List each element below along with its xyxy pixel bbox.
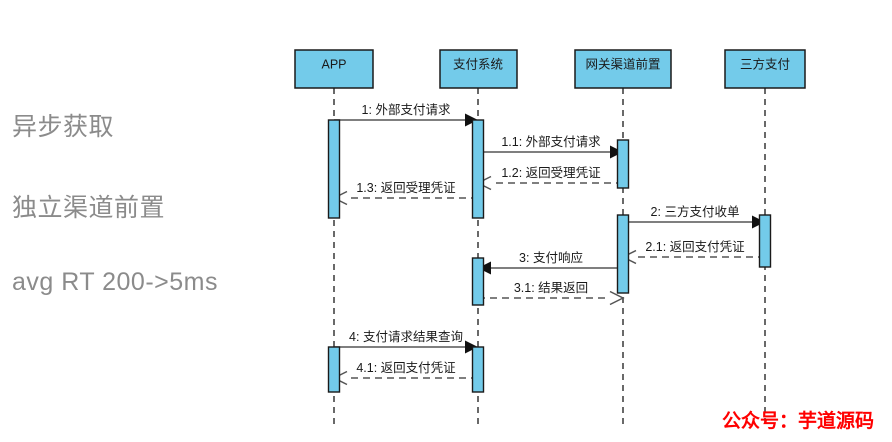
message-arrowhead-m2 (752, 215, 765, 229)
annotation-note-channel: 独立渠道前置 (12, 194, 166, 222)
message-m21: 2.1: 返回支付凭证 (621, 239, 765, 265)
lane-header-gateway[interactable]: 网关渠道前置 (574, 49, 672, 89)
lane-header-paysys[interactable]: 支付系统 (439, 49, 518, 89)
activation-bar-paysys-4 (471, 346, 485, 393)
lane-box-paysys[interactable] (439, 49, 518, 89)
message-label-m12: 1.2: 返回受理凭证 (501, 165, 601, 180)
lane-label-app: APP (321, 57, 346, 71)
activation-bar-paysys-2 (471, 119, 485, 219)
messages-group: 1: 外部支付请求 1.1: 外部支付请求 1.2: 返回受理凭证 1.3: 返回受理… (332, 102, 765, 386)
message-label-m31: 3.1: 结果返回 (514, 281, 588, 295)
message-m31: 3.1: 结果返回 (478, 281, 625, 306)
message-m41: 4.1: 返回支付凭证 (332, 360, 478, 386)
lane-label-gateway: 网关渠道前置 (585, 56, 660, 71)
watermark-text: 公众号：芋道源码 (722, 411, 875, 432)
annotation-note-rt: avg RT 200->5ms (12, 268, 218, 296)
lane-header-thirdpay[interactable]: 三方支付 (724, 49, 806, 89)
message-label-m11: 1.1: 外部支付请求 (501, 134, 601, 149)
lane-header-app[interactable]: APP (294, 49, 374, 89)
message-arrowhead-m1 (465, 113, 478, 127)
message-m1: 1: 外部支付请求 (334, 102, 478, 127)
message-m13: 1.3: 返回受理凭证 (332, 180, 478, 206)
activation-bar-app-0 (327, 119, 341, 219)
message-label-m4: 4: 支付请求结果查询 (349, 330, 463, 344)
message-label-m41: 4.1: 返回支付凭证 (356, 360, 456, 375)
activation-bar-paysys-3 (471, 257, 485, 306)
lane-box-gateway[interactable] (574, 49, 672, 89)
message-m12: 1.2: 返回受理凭证 (476, 165, 623, 191)
message-label-m1: 1: 外部支付请求 (362, 102, 451, 117)
annotation-note-async: 异步获取 (12, 113, 115, 141)
activation-bar-gateway-6 (616, 214, 630, 294)
message-label-m13: 1.3: 返回受理凭证 (356, 180, 456, 195)
lane-label-paysys: 支付系统 (453, 57, 503, 71)
message-m3: 3: 支付响应 (478, 250, 623, 275)
message-arrowhead-m3 (478, 261, 491, 275)
message-m4: 4: 支付请求结果查询 (334, 330, 478, 354)
message-m2: 2: 三方支付收单 (623, 204, 765, 229)
lane-box-app[interactable] (294, 49, 374, 89)
message-label-m21: 2.1: 返回支付凭证 (645, 239, 745, 254)
activations-group (327, 119, 772, 393)
message-label-m3: 3: 支付响应 (519, 250, 583, 265)
activation-bar-app-1 (327, 346, 341, 393)
lane-box-thirdpay[interactable] (724, 49, 806, 89)
activation-bar-gateway-5 (616, 139, 630, 189)
message-arrowhead-m31 (609, 290, 625, 306)
activation-bar-thirdpay-7 (758, 214, 772, 268)
lane-headers-group: APP 支付系统 网关渠道前置 三方支付 (294, 49, 806, 89)
message-m11: 1.1: 外部支付请求 (478, 134, 623, 159)
message-label-m2: 2: 三方支付收单 (651, 204, 740, 219)
lane-label-thirdpay: 三方支付 (740, 56, 790, 71)
message-arrowhead-m11 (610, 145, 623, 159)
message-arrowhead-m4 (465, 340, 478, 354)
